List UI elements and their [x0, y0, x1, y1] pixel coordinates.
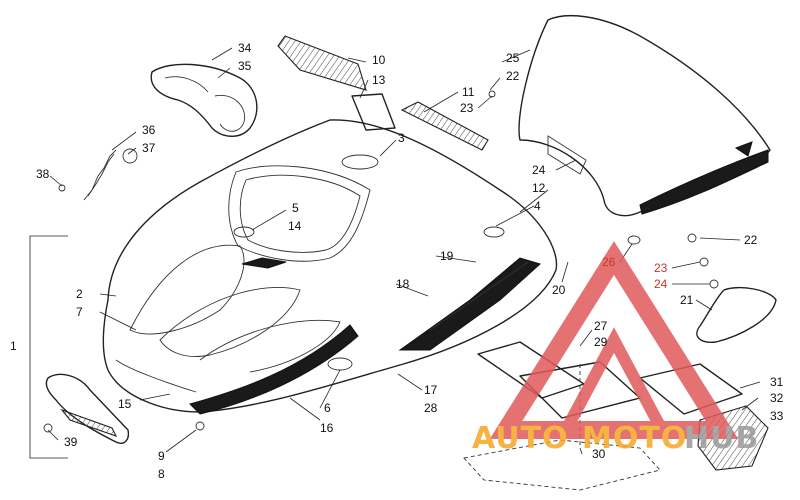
label-10: 10: [372, 53, 386, 67]
label-9: 9: [158, 449, 165, 463]
label-1: 1: [10, 339, 17, 353]
label-20: 20: [552, 283, 566, 297]
label-23a: 23: [460, 101, 474, 115]
label-4: 4: [534, 199, 541, 213]
label-27: 27: [594, 319, 608, 333]
label-37: 37: [142, 141, 156, 155]
label-32: 32: [770, 391, 784, 405]
label-30: 30: [592, 447, 606, 461]
spring-assembly: [58, 148, 138, 201]
label-6: 6: [324, 401, 331, 415]
watermark-moto: MOTO: [582, 421, 687, 456]
label-23b: 23: [654, 261, 668, 275]
label-11: 11: [462, 85, 475, 99]
label-22a: 22: [506, 69, 520, 83]
bracket: [547, 135, 641, 245]
label-17: 17: [424, 383, 438, 397]
label-39: 39: [64, 435, 78, 449]
label-25: 25: [506, 51, 520, 65]
callout-labels: 34 35 10 13 11 23 25 22 36 37 38 3 24 12…: [10, 41, 784, 481]
label-15: 15: [118, 397, 132, 411]
label-18: 18: [396, 277, 410, 291]
hood-body: [102, 119, 558, 415]
label-38: 38: [36, 167, 50, 181]
trim-strip: [400, 101, 489, 151]
label-22b: 22: [744, 233, 758, 247]
label-2: 2: [76, 287, 83, 301]
headlight-shroud: [150, 63, 258, 137]
label-13: 13: [372, 73, 386, 87]
label-36: 36: [142, 123, 156, 137]
watermark-triangle: [489, 241, 739, 439]
label-24b: 24: [654, 277, 668, 291]
label-21: 21: [680, 293, 694, 307]
label-7: 7: [76, 305, 83, 319]
bracket-1: [29, 235, 68, 459]
watermark-hub: HUB: [684, 421, 759, 456]
label-24a: 24: [532, 163, 546, 177]
label-35: 35: [238, 59, 252, 73]
watermark: AUTO MOTO HUB: [472, 241, 759, 456]
leader-lines: [47, 47, 761, 455]
label-33: 33: [770, 409, 784, 423]
label-14: 14: [288, 219, 302, 233]
side-panel: [696, 286, 777, 343]
top-decal: [277, 35, 367, 91]
label-34: 34: [238, 41, 252, 55]
label-16: 16: [320, 421, 334, 435]
windshield: [518, 15, 771, 217]
label-5: 5: [292, 201, 299, 215]
watermark-auto: AUTO: [472, 421, 569, 456]
windshield-base-panel: [351, 93, 396, 131]
label-3: 3: [398, 131, 405, 145]
label-28: 28: [424, 401, 438, 415]
label-19: 19: [440, 249, 454, 263]
label-26: 26: [602, 255, 616, 269]
label-12: 12: [532, 181, 546, 195]
label-29: 29: [594, 335, 608, 349]
label-8: 8: [158, 467, 165, 481]
label-31: 31: [770, 375, 784, 389]
front-bumper: [45, 373, 130, 444]
